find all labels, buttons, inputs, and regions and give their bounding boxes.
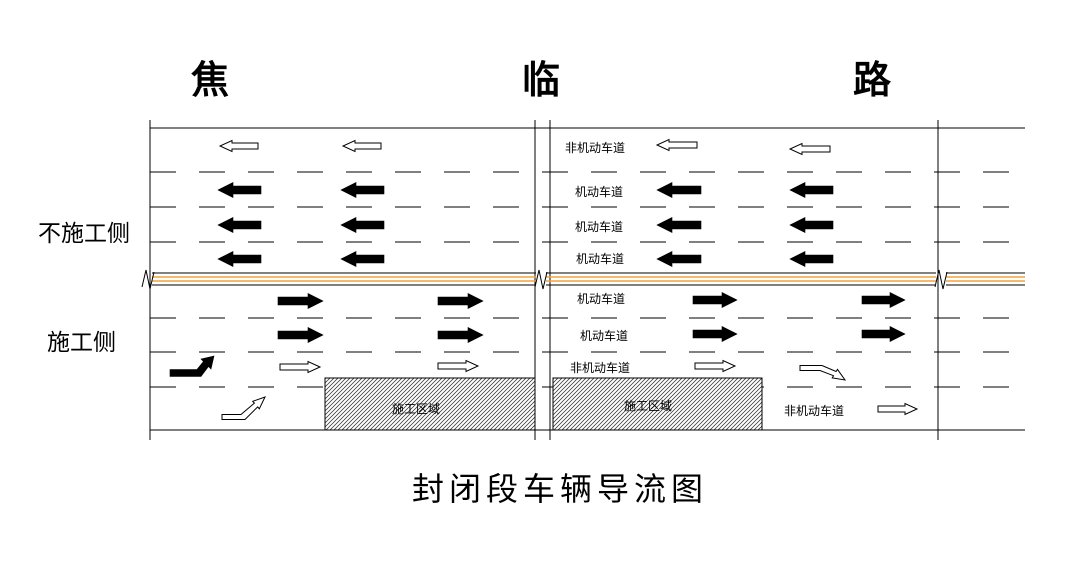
arrow-left-solid-icon bbox=[656, 182, 702, 198]
arrow-right-solid-icon bbox=[437, 327, 484, 343]
arrow-turn-up-right-solid-icon bbox=[169, 355, 215, 377]
arrow-left-solid-icon bbox=[656, 217, 702, 233]
construction-zones: 施工区域 施工区域 bbox=[324, 377, 763, 431]
arrow-left-hollow-icon bbox=[788, 142, 831, 156]
arrow-left-solid-icon bbox=[789, 217, 834, 233]
traffic-flow-arrows bbox=[169, 138, 919, 420]
arrow-left-hollow-icon bbox=[655, 138, 698, 152]
lane-label-motor: 机动车道 bbox=[577, 291, 625, 306]
road-name-char-2: 临 bbox=[522, 57, 560, 102]
construction-zone-label: 施工区域 bbox=[392, 402, 440, 416]
lane-label-motor: 机动车道 bbox=[575, 184, 623, 199]
arrow-left-solid-icon bbox=[789, 251, 834, 267]
arrow-right-solid-icon bbox=[692, 326, 738, 342]
arrow-right-solid-icon bbox=[692, 292, 738, 308]
arrow-right-solid-icon bbox=[861, 326, 906, 342]
median bbox=[141, 269, 1025, 290]
arrow-left-solid-icon bbox=[340, 251, 385, 267]
construction-zone bbox=[324, 377, 536, 431]
lane-label-non-motor: 非机动车道 bbox=[784, 403, 844, 418]
diagram-caption: 封闭段车辆导流图 bbox=[412, 470, 708, 508]
break-mark bbox=[934, 269, 948, 290]
arrow-right-solid-icon bbox=[277, 293, 324, 309]
arrow-right-solid-icon bbox=[437, 293, 484, 309]
lane-label-motor: 机动车道 bbox=[575, 219, 623, 234]
lane-label-motor: 机动车道 bbox=[576, 251, 624, 266]
road-name-char-3: 路 bbox=[853, 57, 892, 102]
arrow-left-solid-icon bbox=[340, 182, 385, 198]
arrow-left-solid-icon bbox=[340, 217, 385, 233]
arrow-right-solid-icon bbox=[277, 327, 324, 343]
arrow-left-hollow-icon bbox=[341, 139, 382, 153]
arrow-left-solid-icon bbox=[656, 251, 702, 267]
lane-label-motor: 机动车道 bbox=[580, 328, 628, 343]
arrow-right-hollow-icon bbox=[694, 359, 737, 373]
non-construction-side-label: 不施工侧 bbox=[38, 221, 130, 247]
arrow-left-hollow-icon bbox=[218, 139, 259, 153]
arrow-turn-up-right-hollow-icon bbox=[221, 396, 266, 420]
arrow-right-solid-icon bbox=[861, 292, 906, 308]
lane-labels: 非机动车道 机动车道 机动车道 机动车道 机动车道 机动车道 非机动车道 非机动… bbox=[565, 140, 844, 418]
arrow-right-hollow-icon bbox=[279, 360, 322, 374]
lane-label-non-motor: 非机动车道 bbox=[570, 360, 630, 375]
arrow-left-solid-icon bbox=[789, 182, 834, 198]
construction-zone bbox=[552, 377, 763, 431]
construction-zone-label: 施工区域 bbox=[624, 399, 672, 413]
lane-label-non-motor: 非机动车道 bbox=[565, 140, 625, 155]
arrow-turn-down-right-hollow-icon bbox=[799, 365, 847, 381]
break-mark bbox=[141, 269, 155, 290]
arrow-left-solid-icon bbox=[217, 217, 262, 233]
road-name: 焦 临 路 bbox=[191, 57, 892, 102]
construction-side-label: 施工侧 bbox=[47, 330, 116, 356]
arrow-right-hollow-icon bbox=[877, 402, 919, 416]
arrow-left-solid-icon bbox=[217, 251, 262, 267]
road-name-char-1: 焦 bbox=[191, 57, 229, 102]
arrow-right-hollow-icon bbox=[437, 359, 480, 373]
arrow-left-solid-icon bbox=[217, 182, 262, 198]
break-mark bbox=[534, 269, 548, 290]
